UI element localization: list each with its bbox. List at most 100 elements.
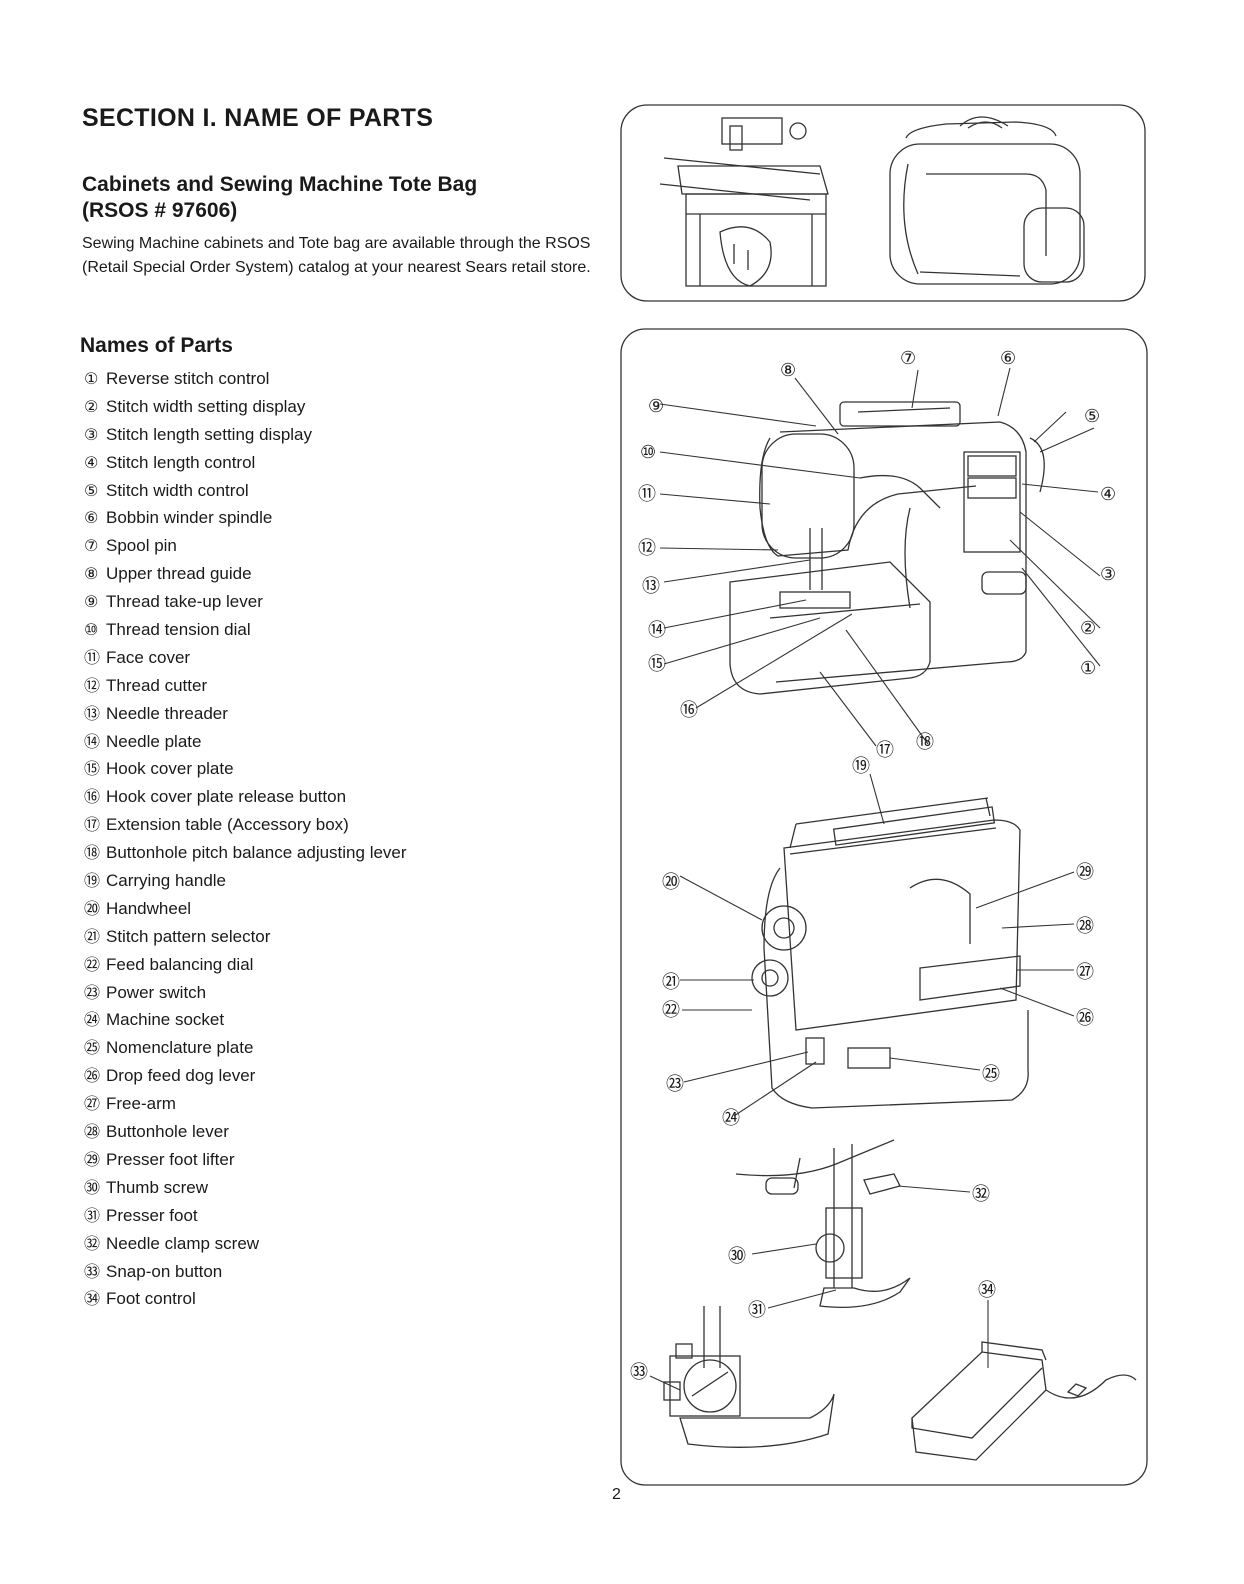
callout-31: ㉛ [748, 1300, 766, 1321]
callout-19: ⑲ [852, 756, 870, 777]
part-number: ⑨ [84, 592, 99, 612]
part-label: Buttonhole pitch balance adjusting lever [106, 843, 407, 863]
leader-lines [649, 367, 1101, 1391]
callout-12: ⑫ [638, 538, 656, 559]
part-label: Needle clamp screw [106, 1233, 260, 1253]
part-label: Stitch length setting display [106, 424, 313, 444]
part-number: ⑫ [84, 675, 101, 695]
part-label: Presser foot [106, 1205, 198, 1225]
part-number: ② [84, 396, 99, 416]
cabinets-description: Sewing Machine cabinets and Tote bag are… [82, 235, 591, 276]
part-label: Stitch pattern selector [106, 926, 271, 946]
callout-10: ⑩ [640, 442, 656, 463]
cabinet-tote-illustration [620, 104, 1146, 302]
callout-28: ㉘ [1076, 916, 1094, 937]
part-list-item: ② Stitch width setting display [84, 393, 407, 421]
callout-17: ⑰ [876, 740, 894, 761]
part-number: ⑧ [84, 564, 99, 584]
part-label: Needle plate [106, 731, 202, 751]
machine-rear-drawing [751, 797, 1029, 1109]
part-label: Free-arm [106, 1094, 176, 1114]
part-number: ⑰ [84, 815, 101, 835]
part-label: Snap-on button [106, 1261, 223, 1281]
part-number: ㉒ [84, 954, 101, 974]
cabinets-heading-line1: Cabinets and Sewing Machine Tote Bag [82, 173, 478, 196]
callout-8: ⑧ [780, 360, 796, 381]
snap-on-foot-drawing [663, 1306, 835, 1448]
part-label: Stitch width setting display [106, 396, 306, 416]
part-number: ㉖ [84, 1066, 101, 1086]
part-number: ⑯ [84, 787, 101, 807]
part-number: ㉓ [84, 982, 101, 1002]
callout-29: ㉙ [1076, 862, 1094, 883]
part-number: ㉝ [84, 1261, 101, 1281]
callout-7: ⑦ [900, 348, 916, 369]
part-label: Handwheel [106, 898, 192, 918]
part-number: ⑮ [84, 759, 101, 779]
part-list-item: ⑧ Upper thread guide [84, 560, 407, 588]
part-number: ㉙ [84, 1149, 101, 1169]
callout-32: ㉜ [972, 1184, 990, 1205]
cabinets-heading-line2: (RSOS # 97606) [82, 199, 238, 222]
callout-15: ⑮ [648, 654, 666, 675]
part-label: Thread tension dial [106, 620, 251, 640]
part-label: Foot control [106, 1289, 196, 1309]
tote-bag-drawing [889, 116, 1085, 285]
part-label: Carrying handle [106, 871, 227, 891]
part-label: Bobbin winder spindle [106, 508, 273, 528]
part-number: ⑭ [84, 731, 101, 751]
part-label: Spool pin [106, 536, 177, 556]
part-number: ④ [84, 452, 99, 472]
callout-33: ㉝ [630, 1362, 648, 1383]
part-label: Presser foot lifter [106, 1149, 235, 1169]
part-number: ㉜ [84, 1233, 101, 1253]
callout-11: ⑪ [638, 484, 656, 505]
part-label: Hook cover plate [106, 759, 234, 779]
callout-26: ㉖ [1076, 1008, 1094, 1029]
callout-3: ③ [1100, 564, 1116, 585]
part-label: Extension table (Accessory box) [106, 815, 349, 835]
presser-foot-drawing [735, 1139, 911, 1309]
callout-24: ㉔ [722, 1108, 740, 1129]
callout-5: ⑤ [1084, 406, 1100, 427]
part-number: ㉑ [84, 926, 101, 946]
part-label: Stitch width control [106, 480, 249, 500]
part-label: Nomenclature plate [106, 1038, 254, 1058]
part-label: Reverse stitch control [106, 369, 270, 388]
callout-4: ④ [1100, 484, 1116, 505]
part-label: Upper thread guide [106, 564, 252, 584]
callout-6: ⑥ [1000, 348, 1016, 369]
callout-13: ⑬ [642, 576, 660, 597]
part-number: ⑤ [84, 480, 99, 500]
part-number: ㉚ [84, 1177, 101, 1197]
part-list-item: ⑤ Stitch width control [84, 477, 407, 505]
callout-22: ㉒ [662, 1000, 680, 1021]
callout-1: ① [1080, 658, 1096, 679]
page-number: 2 [612, 1486, 621, 1503]
cabinets-heading: Cabinets and Sewing Machine Tote Bag (RS… [82, 172, 477, 224]
foot-control-drawing [911, 1341, 1137, 1461]
part-label: Machine socket [106, 1010, 225, 1030]
part-label: Thumb screw [106, 1177, 209, 1197]
part-label: Needle threader [106, 703, 228, 723]
part-number: ㉘ [84, 1122, 101, 1142]
callout-30: ㉚ [728, 1246, 746, 1267]
